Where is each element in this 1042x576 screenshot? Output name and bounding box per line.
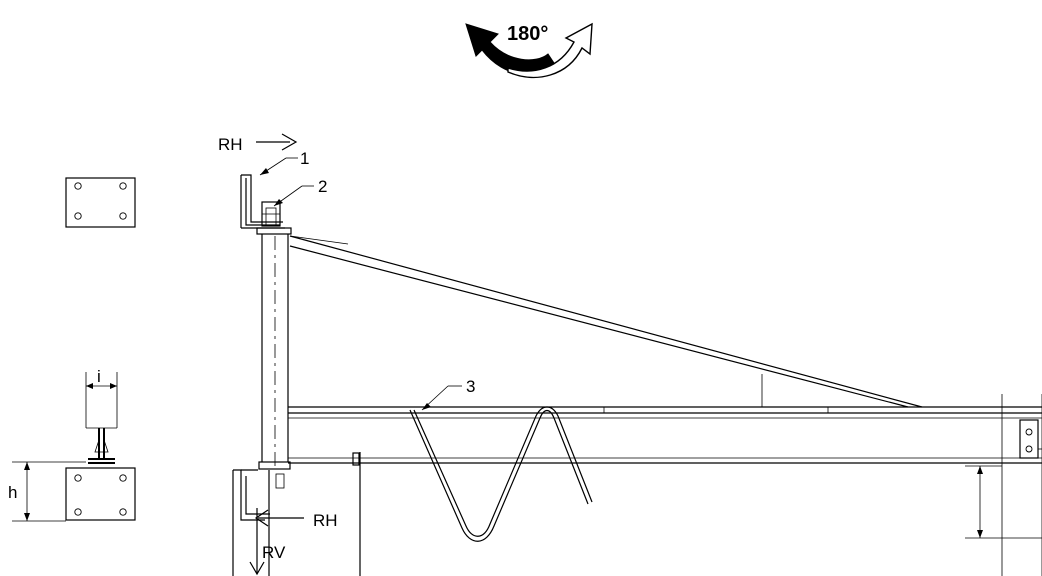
dimension-i-label: i xyxy=(97,367,101,386)
jib-boom xyxy=(288,394,1042,576)
callout-1-label: 1 xyxy=(300,149,309,168)
festoon-cable xyxy=(409,406,593,542)
wall-plate-top xyxy=(65,177,136,228)
tie-rod xyxy=(289,235,923,408)
force-rv-arrow xyxy=(249,508,265,576)
rotation-label: 180° xyxy=(507,23,548,45)
right-dimension xyxy=(965,465,1042,539)
dimension-h xyxy=(12,461,86,522)
callout-3-label: 3 xyxy=(466,377,475,396)
callout-2-leader xyxy=(273,185,314,207)
lower-clamp xyxy=(352,452,361,576)
force-rh-bottom-label: RH xyxy=(313,511,338,530)
dimension-h-label: h xyxy=(8,483,17,502)
callout-3-leader xyxy=(421,385,462,411)
force-rh-top-arrow xyxy=(256,133,298,151)
crane-column xyxy=(232,174,292,576)
beam-section-detail xyxy=(85,372,118,464)
rotation-indicator: 180° xyxy=(465,22,593,79)
callout-1-leader xyxy=(259,157,298,176)
wall-plate-bottom xyxy=(65,467,136,521)
rotation-arrow-outline xyxy=(507,22,593,79)
force-rh-top-label: RH xyxy=(218,135,243,154)
force-rv-label: RV xyxy=(262,543,286,562)
callout-2-label: 2 xyxy=(318,177,327,196)
force-rh-bottom-arrow xyxy=(254,509,304,527)
